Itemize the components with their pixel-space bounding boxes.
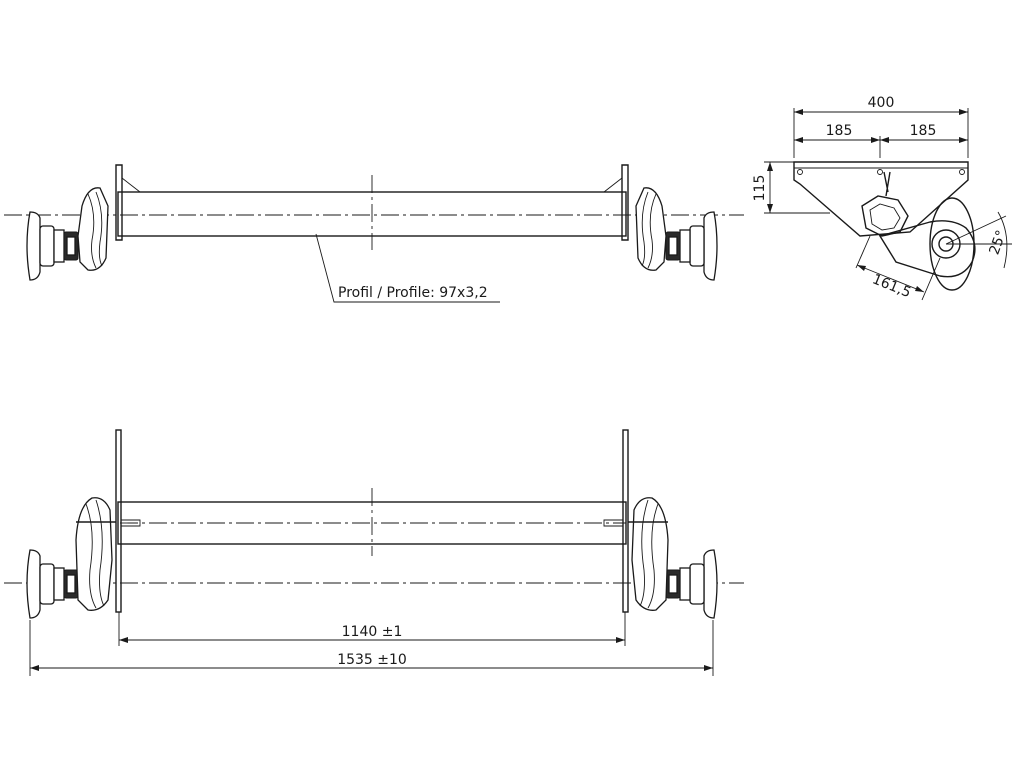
bracket-right-front [622, 429, 629, 613]
dim-161-5: 161,5 [870, 271, 913, 301]
dim-1140: 1140 ±1 [342, 624, 403, 640]
profile-label: Profil / Profile: 97x3,2 [338, 285, 488, 301]
hub-right-front [628, 497, 718, 619]
hub-left-top [26, 187, 109, 281]
dim-1535: 1535 ±10 [337, 652, 407, 668]
dim-line-161-5 [856, 264, 925, 293]
bracket-left-top [115, 164, 123, 241]
swing-arm [878, 220, 976, 278]
angle-arc [997, 211, 1008, 269]
top-view: Profil / Profile: 97x3,2 [4, 164, 744, 303]
side-view: 400 185 185 115 [752, 95, 1012, 301]
bracket-right-top [621, 164, 629, 241]
profile-leader [315, 233, 500, 303]
torsion-profile [861, 195, 909, 237]
dim-185-left: 185 [826, 123, 853, 139]
dim-185-right: 185 [910, 123, 937, 139]
dim-400: 400 [868, 95, 895, 111]
dim-115: 115 [752, 175, 768, 202]
dim-25-deg: 25° [986, 228, 1010, 257]
front-view: 1140 ±1 1535 ±10 [4, 429, 744, 676]
side-bracket [793, 161, 969, 237]
hub-left-front [26, 497, 116, 619]
hub-right-top [635, 187, 718, 281]
bracket-left-front [115, 429, 122, 613]
